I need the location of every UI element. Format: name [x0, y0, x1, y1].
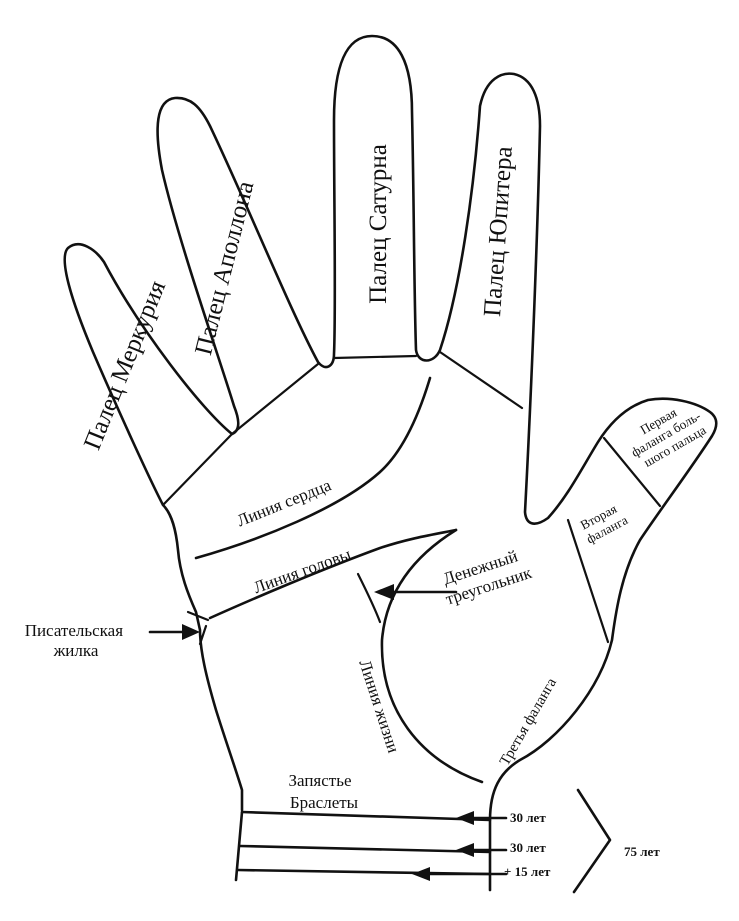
thumb-first-phalanx-line [602, 436, 662, 508]
saturn-finger-label: Палец Сатурна [365, 144, 392, 304]
wrist-left-edge [234, 810, 244, 882]
age-label-2: 30 лет [510, 840, 546, 855]
age-arrow-3 [412, 867, 508, 881]
head-line [208, 528, 458, 620]
mercury-finger-base [161, 432, 234, 507]
triangle-line [356, 572, 382, 624]
age-arrow-1 [456, 811, 508, 825]
writing-vein-arrow [148, 624, 200, 640]
age-arrow-2 [456, 843, 508, 857]
heart-line-label: Линия сердца [234, 475, 334, 530]
money-triangle-arrow [374, 584, 458, 600]
thumb-second-phalanx-line [566, 518, 610, 644]
age-label-3: + 15 лет [504, 864, 551, 879]
writing-vein-mark-upper [186, 610, 210, 622]
life-line [380, 528, 484, 784]
money-triangle-label: Денежный треугольник [437, 544, 535, 609]
age-total-label: 75 лет [624, 844, 660, 859]
apollo-finger-label: Палец Аполлона [190, 179, 259, 358]
bracelet-line-2 [238, 844, 492, 854]
head-line-label: Линия головы [251, 544, 354, 597]
age-total-bracket [572, 788, 612, 894]
apollo-finger-base [230, 362, 320, 436]
thumb-second-phalanx-label: Вторая фаланга [577, 499, 631, 547]
age-label-1: 30 лет [510, 810, 546, 825]
bracelet-line-1 [240, 810, 492, 822]
jupiter-finger-label: Палец Юпитера [479, 145, 518, 317]
wrist-label: Запястье [288, 771, 351, 790]
writing-vein-label: Писательская жилка [25, 621, 128, 660]
heart-line [194, 376, 432, 560]
bracelets-label: Браслеты [290, 793, 359, 812]
hand-outline [63, 34, 718, 892]
writing-vein-mark-lower [198, 624, 208, 646]
saturn-finger-base [332, 354, 418, 360]
jupiter-finger-base [438, 350, 524, 410]
